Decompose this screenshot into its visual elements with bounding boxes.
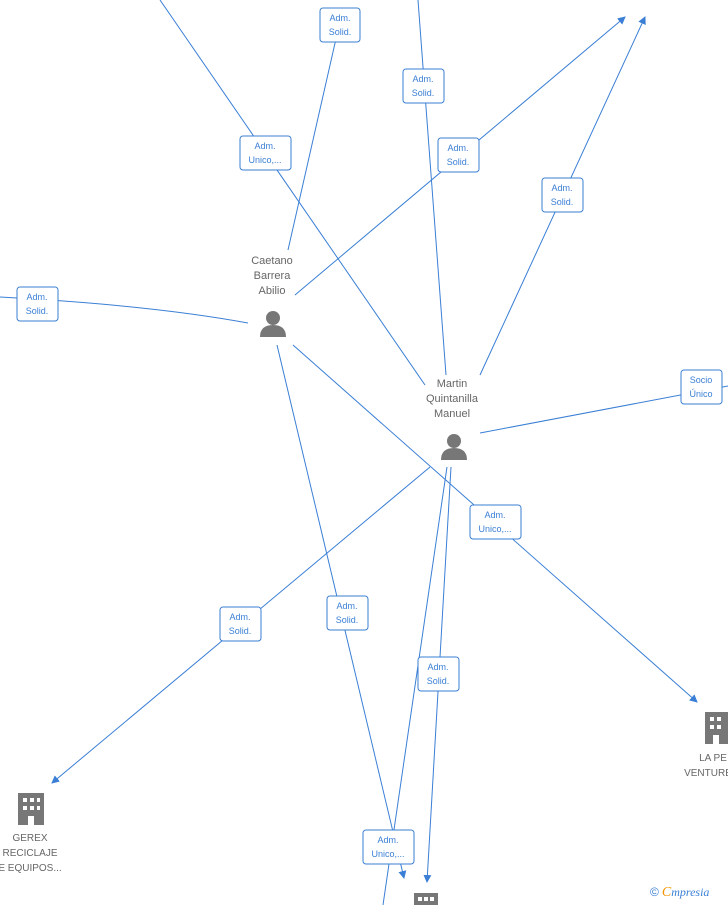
- edge-label[interactable]: Adm. Unico,...: [469, 504, 522, 540]
- edge: [417, 0, 447, 376]
- edge-label-line: Adm.: [26, 292, 47, 302]
- person-name-line: Quintanilla: [426, 393, 479, 405]
- company-node-bottom[interactable]: [414, 893, 438, 905]
- person-name-line: Martin: [437, 378, 468, 390]
- company-name-line: RECICLAJE: [2, 848, 57, 859]
- person-name-line: Manuel: [434, 408, 470, 420]
- edge-label-line: Adm.: [551, 183, 572, 193]
- building-icon: [18, 793, 44, 825]
- edge-label-line: Unico,...: [248, 155, 281, 165]
- edge-label-line: Adm.: [329, 13, 350, 23]
- person-name-line: Abilio: [259, 285, 286, 297]
- company-name-line: GEREX: [12, 833, 47, 844]
- edge-label[interactable]: Adm. Solid.: [16, 286, 59, 322]
- edge-label-line: Solid.: [229, 626, 252, 636]
- company-node-la-pe[interactable]: LA PE VENTURE: [684, 712, 728, 779]
- person-icon: [260, 311, 286, 337]
- edge-label-line: Adm.: [412, 74, 433, 84]
- edge: [159, 0, 426, 386]
- edge-label[interactable]: Adm. Solid.: [402, 68, 445, 104]
- person-name-line: Barrera: [254, 270, 292, 282]
- company-name-line: VENTURE: [684, 768, 728, 779]
- edge-label[interactable]: Adm. Solid.: [417, 656, 460, 692]
- person-name-line: Caetano: [251, 255, 293, 267]
- edge-label[interactable]: Adm. Unico,...: [362, 829, 415, 865]
- person-node-martin[interactable]: Martin Quintanilla Manuel: [426, 378, 479, 460]
- edge-label-line: Unico,...: [478, 524, 511, 534]
- edge-label-line: Único: [689, 389, 712, 399]
- edge-label-line: Unico,...: [371, 849, 404, 859]
- building-icon: [705, 712, 728, 744]
- edge-label-line: Solid.: [26, 306, 49, 316]
- edge-label-line: Solid.: [447, 157, 470, 167]
- edge-label-line: Solid.: [551, 197, 574, 207]
- edge-label[interactable]: Adm. Solid.: [541, 177, 584, 213]
- edge-label-line: Adm.: [336, 601, 357, 611]
- brand-initial: C: [661, 885, 672, 900]
- company-node-gerex[interactable]: GEREX RECICLAJE E EQUIPOS...: [0, 793, 62, 874]
- person-node-caetano[interactable]: Caetano Barrera Abilio: [251, 255, 293, 337]
- person-icon: [441, 434, 467, 460]
- building-icon: [414, 893, 438, 905]
- edge: [287, 29, 339, 251]
- edge-label[interactable]: Adm. Unico,...: [239, 135, 292, 171]
- empresia-watermark: © Cmpresia: [650, 885, 709, 901]
- company-name-line: E EQUIPOS...: [0, 863, 62, 874]
- edge-label[interactable]: Adm. Solid.: [219, 606, 262, 642]
- edge-label[interactable]: Adm. Solid.: [326, 595, 369, 631]
- copyright-symbol: ©: [650, 885, 659, 899]
- edge-label-line: Adm.: [377, 835, 398, 845]
- brand-name: mpresia: [671, 885, 710, 899]
- edge-label-line: Adm.: [484, 510, 505, 520]
- edge-label-line: Adm.: [447, 143, 468, 153]
- edge-label-line: Solid.: [336, 615, 359, 625]
- edge-label-line: Adm.: [229, 612, 250, 622]
- edge-label-line: Solid.: [329, 27, 352, 37]
- edge-label-line: Adm.: [427, 662, 448, 672]
- edge-label[interactable]: Adm. Solid.: [437, 137, 480, 173]
- edge-label-line: Socio: [690, 375, 713, 385]
- edge-label[interactable]: Adm. Solid.: [319, 7, 361, 43]
- edge-label-line: Adm.: [254, 141, 275, 151]
- edge-label[interactable]: Socio Único: [680, 369, 723, 405]
- company-name-line: LA PE: [699, 753, 727, 764]
- edge-label-line: Solid.: [427, 676, 450, 686]
- edge-label-line: Solid.: [412, 88, 435, 98]
